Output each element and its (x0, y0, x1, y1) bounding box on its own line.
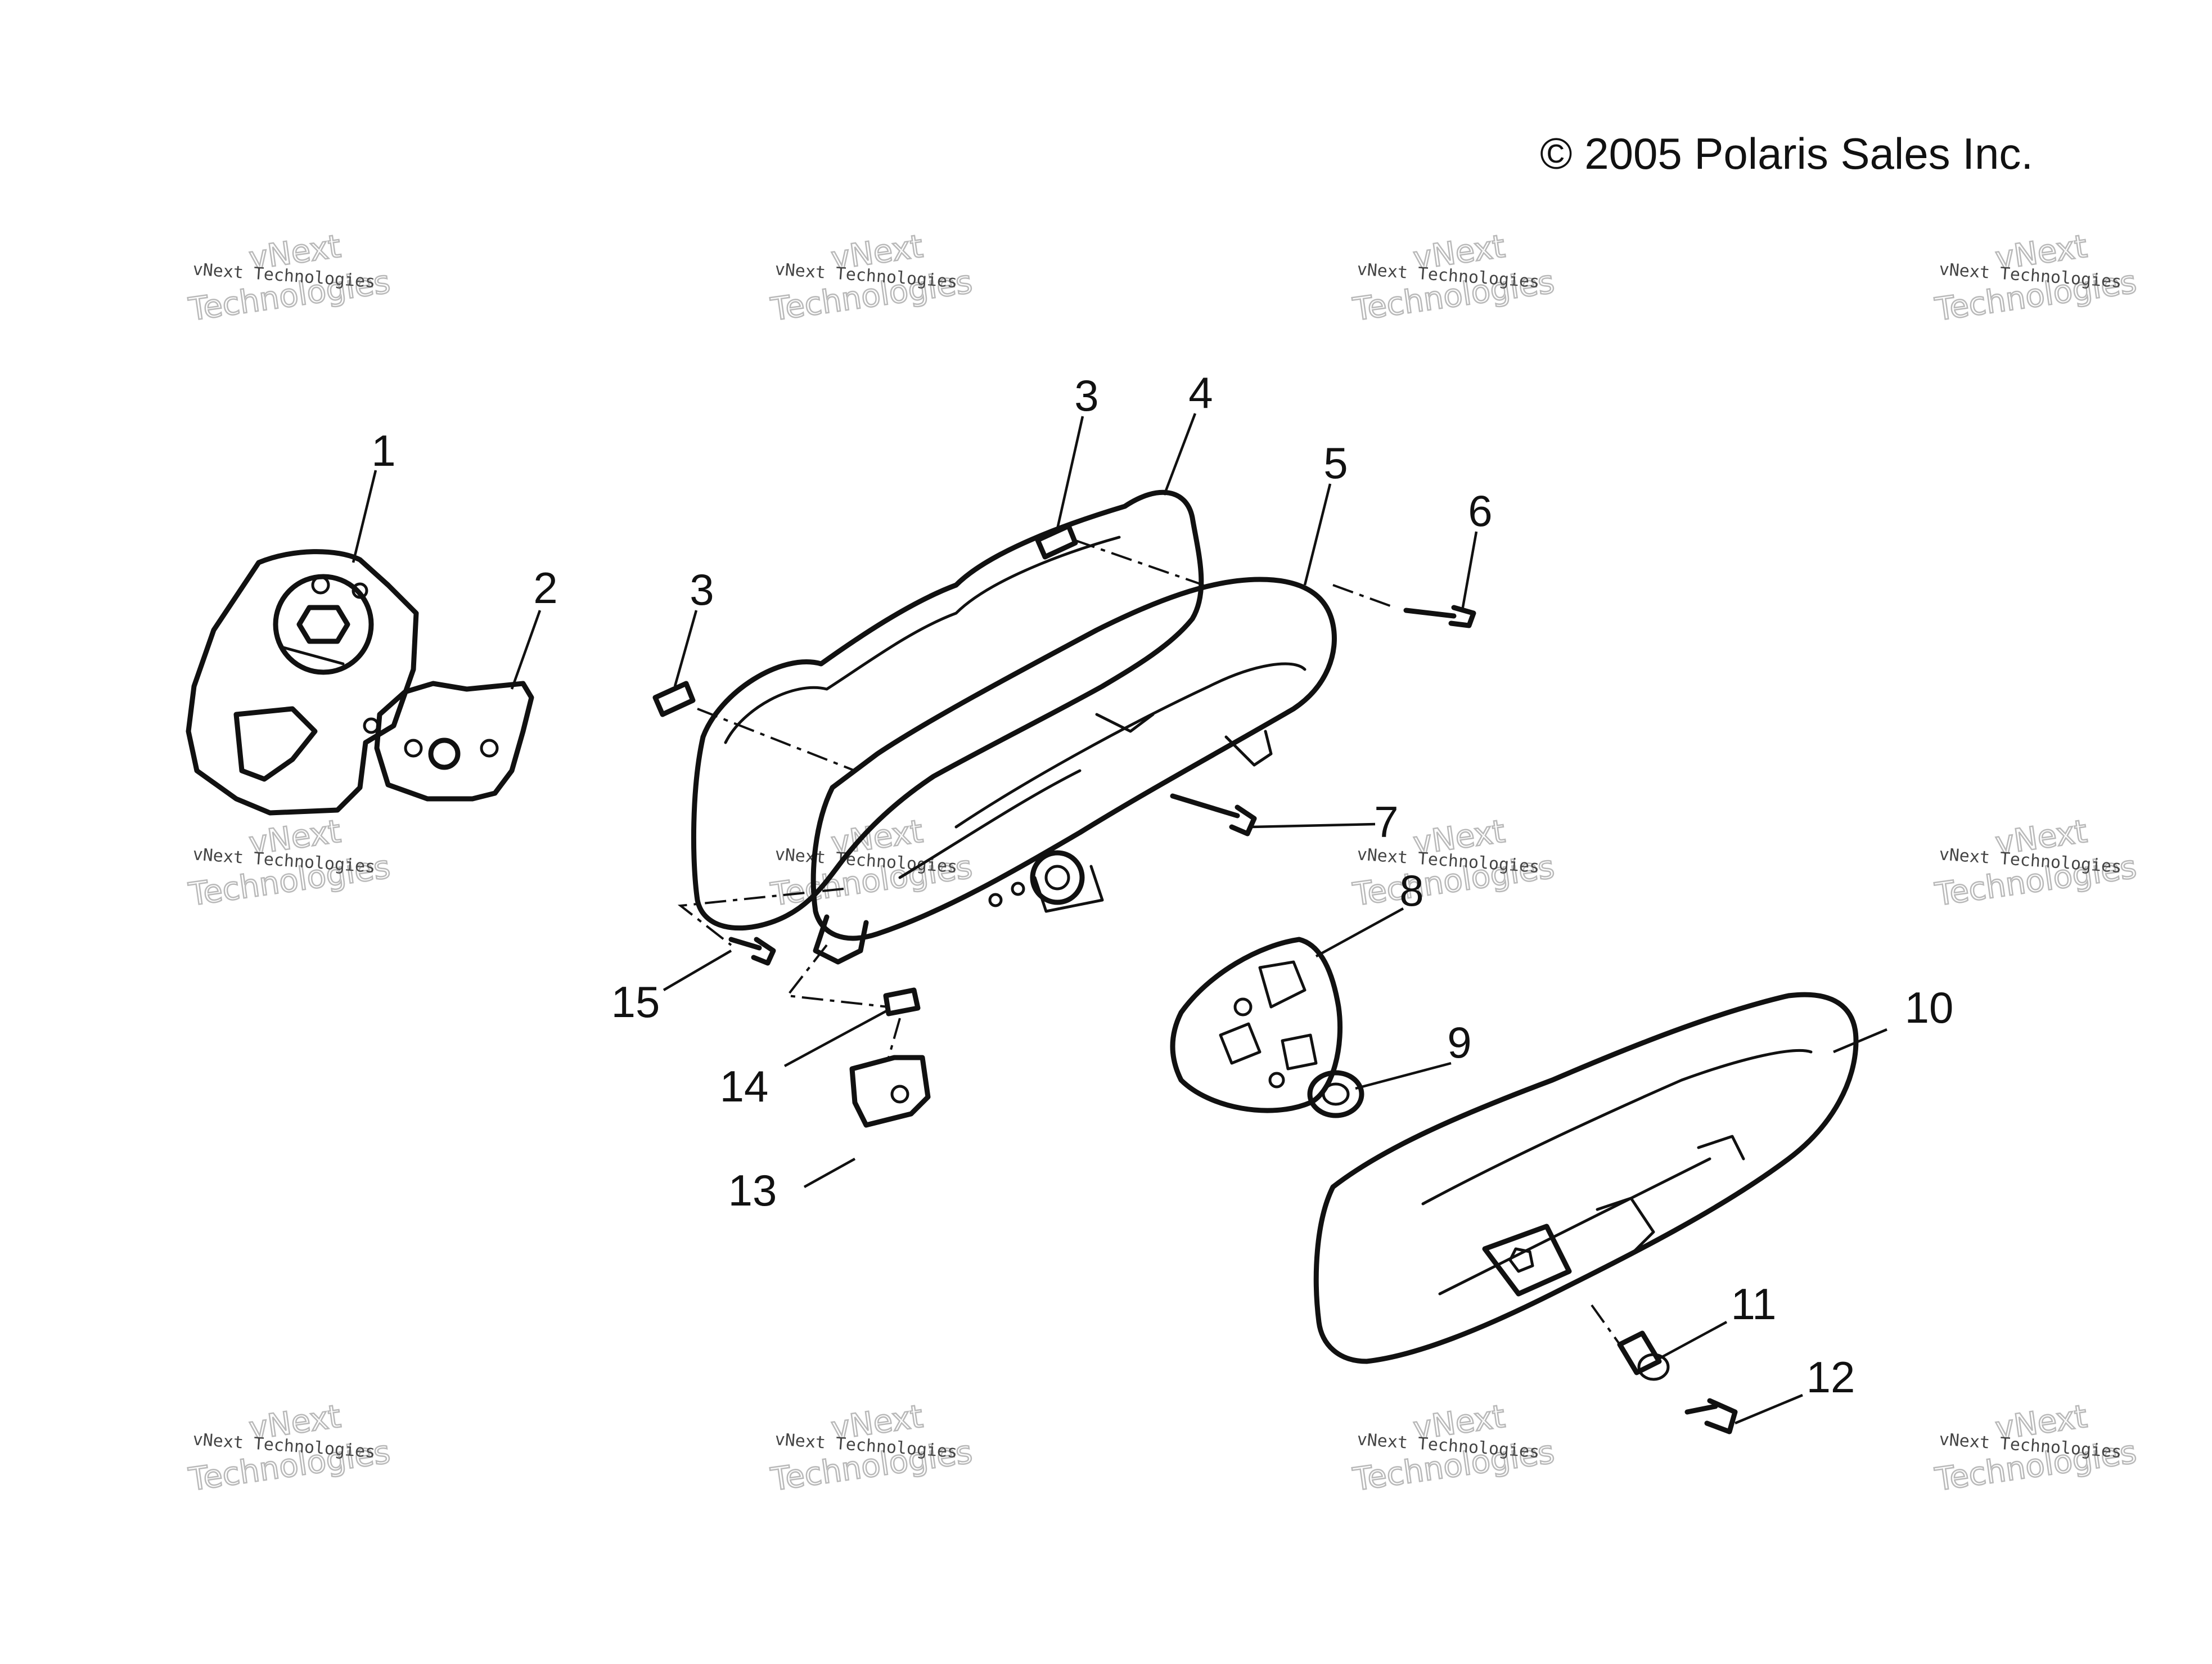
part-11-plug (1617, 1330, 1670, 1381)
part-1-cover-plate (186, 549, 419, 816)
part-5-inner-cover (810, 577, 1337, 965)
callout-4: 4 (1188, 368, 1213, 417)
callout-7: 7 (1374, 797, 1398, 847)
callout-14: 14 (720, 1062, 769, 1111)
callout-3-upper: 3 (1074, 371, 1098, 420)
callout-9: 9 (1447, 1018, 1471, 1067)
part-10-outer-cover (1313, 992, 1859, 1364)
callout-10: 10 (1905, 983, 1954, 1032)
part-13-bracket (849, 1055, 931, 1128)
callout-6: 6 (1468, 486, 1492, 536)
part-3-dowel-lower (652, 681, 696, 717)
part-3-dowel-upper (1035, 523, 1078, 560)
callout-5: 5 (1323, 438, 1348, 488)
assembly-lines (677, 539, 1621, 1346)
callout-13: 13 (728, 1166, 777, 1215)
part-12-screw (1684, 1398, 1738, 1434)
callout-11: 11 (1731, 1279, 1777, 1329)
copyright-notice: © 2005 Polaris Sales Inc. (1540, 129, 2033, 178)
part-2-small-plate (363, 681, 534, 802)
callout-numbers: 1 2 3 3 4 5 6 7 8 9 10 11 12 13 14 15 (371, 368, 1953, 1402)
callout-3-lower: 3 (690, 565, 714, 614)
part-7-bolt (1170, 793, 1257, 837)
callout-8: 8 (1399, 866, 1423, 915)
part-4-gasket (691, 489, 1204, 931)
part-6-bolt (1403, 605, 1476, 628)
callout-1: 1 (371, 426, 395, 475)
part-15-bolt (728, 937, 776, 966)
part-8-holder-plate (1170, 937, 1342, 1113)
callout-15: 15 (611, 977, 660, 1027)
part-9-seal (1307, 1070, 1364, 1118)
part-14-dowel (883, 987, 921, 1017)
callout-12: 12 (1806, 1352, 1855, 1402)
callout-2: 2 (533, 563, 557, 613)
leader-lines (352, 413, 1887, 1425)
